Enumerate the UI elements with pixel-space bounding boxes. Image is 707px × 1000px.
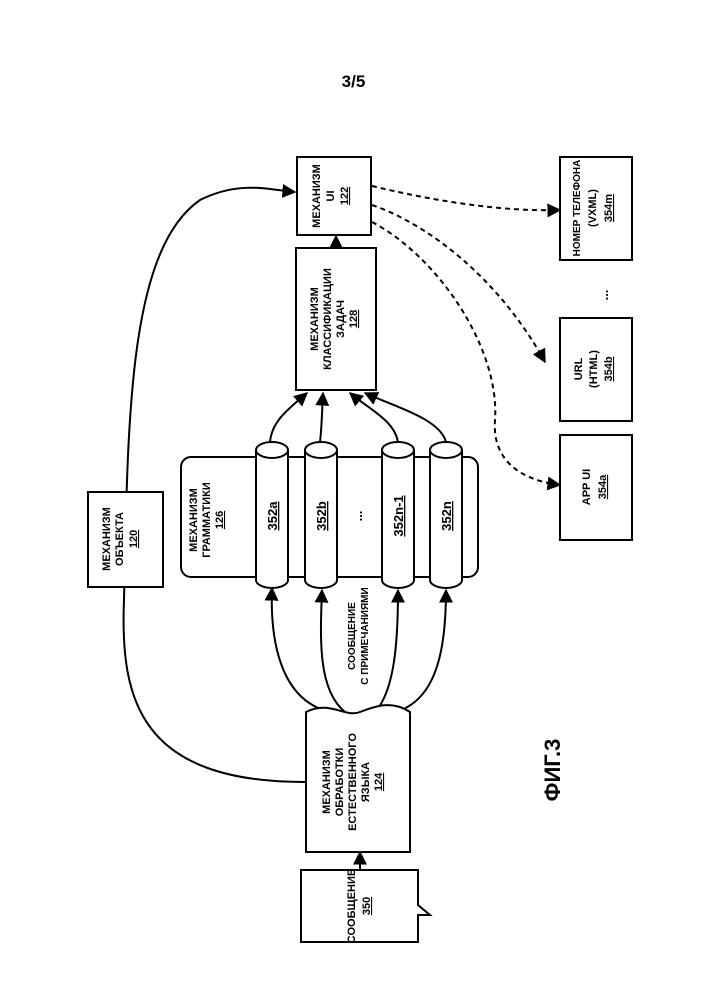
- object-line2: ОБЪЕКТА: [114, 512, 126, 566]
- task-classification-box: МЕХАНИЗМ КЛАССИФИКАЦИИ ЗАДАЧ 128: [296, 248, 376, 390]
- ui-line1: МЕХАНИЗМ: [311, 164, 323, 228]
- arrow-nlp-to-352n: [395, 590, 446, 712]
- annotated-message-label: СООБЩЕНИЕ С ПРИМЕЧАНИЯМИ: [347, 587, 371, 684]
- outputs-ellipsis: ...: [596, 290, 611, 301]
- nlp-line2: ОБРАБОТКИ: [334, 748, 346, 817]
- task-line3: ЗАДАЧ: [335, 300, 347, 338]
- arrow-ui-to-phone: [372, 186, 560, 210]
- object-engine-box: МЕХАНИЗМ ОБЪЕКТА 120: [88, 492, 163, 587]
- ui-ref: 122: [339, 187, 351, 205]
- arrow-352n1-to-task: [350, 393, 398, 442]
- output-phone-box: НОМЕР ТЕЛЕФОНА (VXML) 354m: [560, 157, 632, 260]
- cylinder-label: 352b: [314, 501, 329, 531]
- output-app-ui-box: APP UI 354a: [560, 435, 632, 540]
- grammar-ref: 126: [214, 511, 226, 529]
- annotated-line1: СООБЩЕНИЕ: [347, 602, 358, 670]
- phone-ref: 354m: [603, 194, 615, 222]
- nlp-ref: 124: [373, 772, 385, 791]
- app-ref: 354a: [597, 474, 609, 499]
- message-box: СООБЩЕНИЕ 350: [301, 869, 430, 943]
- app-line1: APP UI: [581, 469, 593, 505]
- phone-line1: НОМЕР ТЕЛЕФОНА: [572, 160, 583, 257]
- task-line1: МЕХАНИЗМ: [309, 287, 321, 351]
- url-line2: (HTML): [588, 350, 600, 388]
- arrow-352a-to-task: [270, 393, 307, 442]
- cylinder-352b: 352b: [305, 442, 337, 588]
- ui-engine-box: МЕХАНИЗМ UI 122: [297, 157, 371, 235]
- phone-line2: (VXML): [587, 189, 599, 227]
- nlp-engine-box: МЕХАНИЗМ ОБРАБОТКИ ЕСТЕСТВЕННОГО ЯЗЫКА 1…: [306, 705, 410, 852]
- cylinder-ellipsis: ...: [350, 511, 365, 522]
- url-line1: URL: [573, 357, 585, 380]
- cylinder-352n-1: 352n-1: [382, 442, 414, 588]
- figure-label: ФИГ.3: [540, 739, 565, 802]
- ui-line2: UI: [325, 191, 337, 202]
- grammar-line2: ГРАММАТИКИ: [201, 482, 213, 558]
- cylinder-352n: 352n: [430, 442, 462, 588]
- grammar-line1: МЕХАНИЗМ: [188, 488, 200, 552]
- message-ref: 350: [361, 897, 373, 915]
- object-ref: 120: [128, 530, 140, 548]
- arrow-nlp-to-352n1: [375, 590, 398, 712]
- task-ref: 128: [348, 310, 360, 328]
- annotated-line2: С ПРИМЕЧАНИЯМИ: [360, 587, 371, 684]
- url-ref: 354b: [603, 356, 615, 381]
- arrow-ui-to-url: [372, 205, 545, 362]
- output-url-box: URL (HTML) 354b: [560, 318, 632, 421]
- task-line2: КЛАССИФИКАЦИИ: [322, 268, 334, 370]
- nlp-line3: ЕСТЕСТВЕННОГО: [347, 733, 359, 831]
- cylinder-label: 352a: [265, 501, 280, 531]
- cylinder-352a: 352a: [256, 442, 288, 588]
- arrow-352n-to-task: [365, 393, 446, 442]
- object-line1: МЕХАНИЗМ: [101, 507, 113, 571]
- arrow-nlp-to-352b: [321, 590, 345, 712]
- nlp-line1: МЕХАНИЗМ: [321, 750, 333, 814]
- cylinder-label: 352n: [439, 501, 454, 531]
- message-label: СООБЩЕНИЕ: [346, 869, 358, 943]
- arrow-352b-to-task: [320, 393, 323, 442]
- cylinder-label: 352n-1: [391, 495, 406, 536]
- nlp-line4: ЯЗЫКА: [360, 762, 372, 802]
